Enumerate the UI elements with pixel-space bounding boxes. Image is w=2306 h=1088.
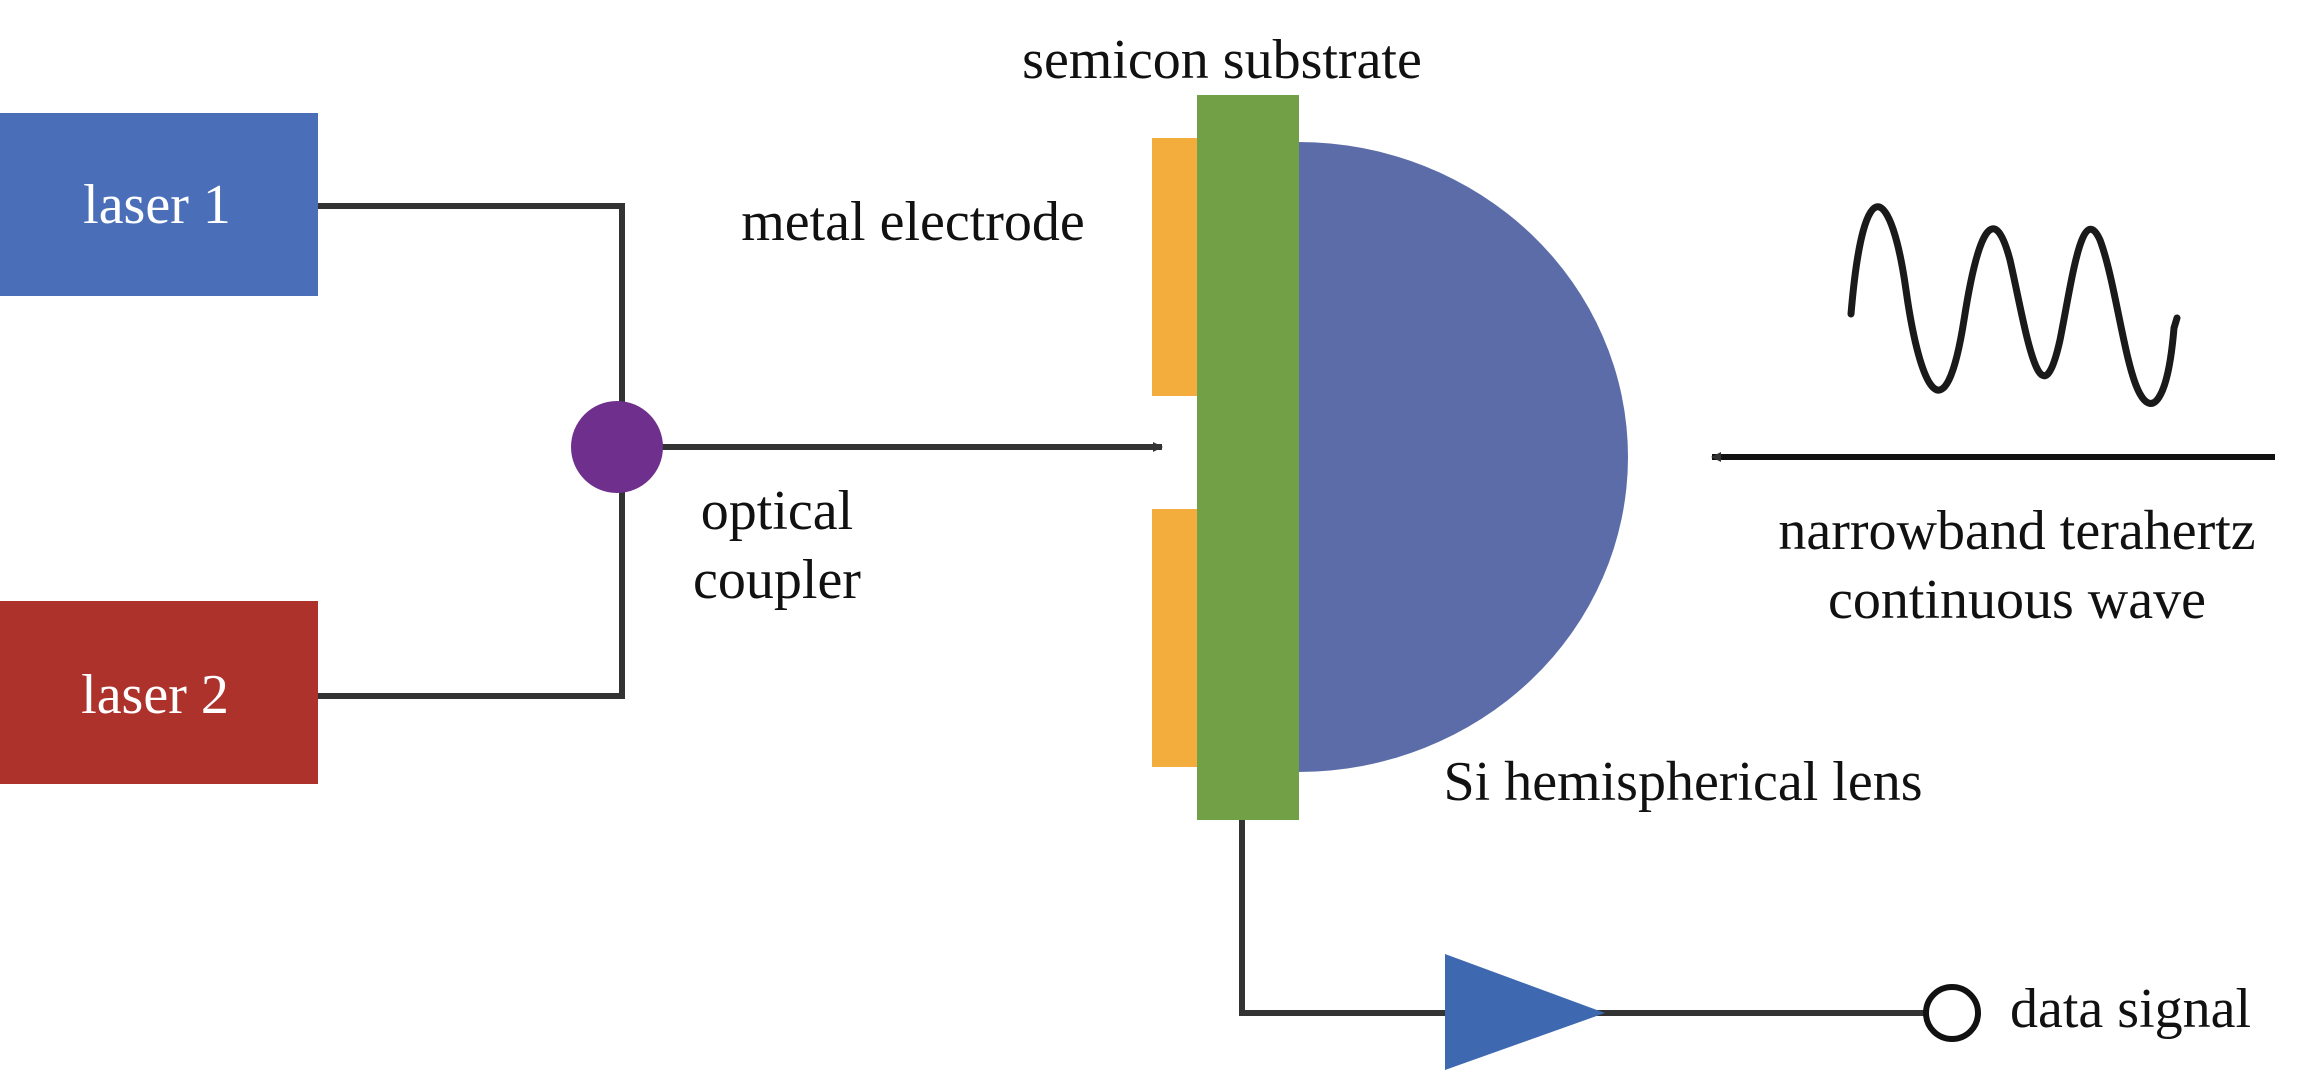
laser1-fiber-line: [318, 203, 625, 447]
optical-coupler-node: [571, 401, 663, 493]
si-hemispherical-lens: [1298, 142, 1628, 772]
signal-output-wire: [1239, 820, 1925, 1016]
laser2-fiber-line: [318, 447, 625, 699]
terahertz-label-line2: continuous wave: [1828, 569, 2206, 631]
si-hemispherical-lens-label: Si hemispherical lens: [1443, 751, 1922, 813]
terahertz-label-line1: narrowband terahertz: [1778, 500, 2255, 562]
semicon-substrate-label: semicon substrate: [1022, 29, 1422, 91]
optical-coupler-label-line1: optical: [701, 480, 853, 542]
open-circle-terminal-icon: [1923, 984, 1981, 1042]
semicon-substrate: [1197, 95, 1299, 820]
triangle-amplifier-icon: [1445, 954, 1605, 1070]
metal-electrode-label: metal electrode: [741, 191, 1085, 253]
metal-electrode-bottom: [1152, 509, 1198, 767]
terahertz-wave-icon: [1847, 203, 2181, 407]
laser2-box: [0, 601, 318, 784]
data-signal-label: data signal: [2010, 978, 2251, 1040]
metal-electrode-top: [1152, 138, 1198, 396]
laser1-box: [0, 113, 318, 296]
laser2-label: laser 2: [81, 664, 229, 726]
laser1-label: laser 1: [83, 174, 231, 236]
optical-coupler-label-line2: coupler: [693, 549, 861, 611]
